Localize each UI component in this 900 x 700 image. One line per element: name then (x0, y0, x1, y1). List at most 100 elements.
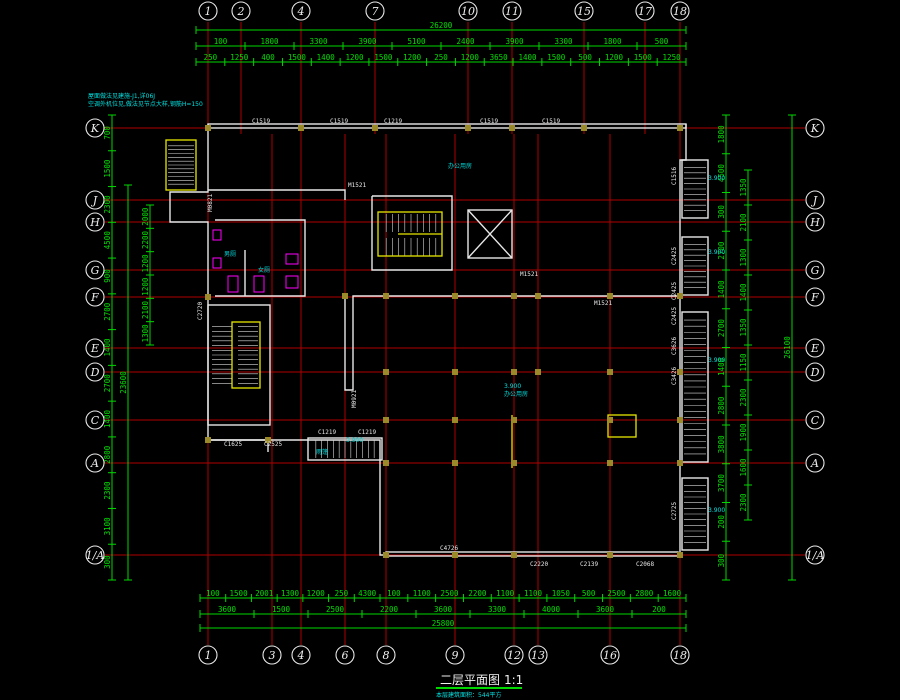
column-7 (342, 293, 348, 299)
axis-bubble-bottom-8 (376, 645, 396, 665)
axis-label-top-1: 1 (205, 5, 212, 18)
column-28 (607, 460, 613, 466)
column-1 (298, 125, 304, 131)
axis-bubble-row-F-right (805, 287, 825, 307)
dim-top-row2-value: 1200 (605, 53, 624, 62)
toilet-block-wall (215, 219, 306, 297)
building-walls (169, 123, 709, 557)
axis-bubble-row-1/A-right (805, 545, 825, 565)
axis-bubble-row-D-right (805, 362, 825, 382)
dim-top-row2-value: 1400 (518, 53, 537, 62)
dim-right-col1-value: 2700 (717, 319, 726, 338)
axis-label-row-G-left: G (91, 264, 100, 277)
nw-stair-yellow (165, 139, 197, 191)
west-stair-wall (207, 304, 271, 426)
dim-right-col1-value: 2700 (717, 241, 726, 260)
dim-bottom-row1-value: 1600 (663, 589, 682, 598)
drawing-scale: 1:1 (504, 673, 523, 687)
dim-right-col1-value: 200 (717, 515, 726, 529)
axis-label-row-D-right: D (810, 366, 820, 379)
door-label-m1521: M1521 (348, 182, 366, 189)
column-27 (511, 460, 517, 466)
axis-bubble-top-4 (291, 1, 311, 21)
dim-top-row1-value: 1800 (260, 37, 279, 46)
column-12 (607, 293, 613, 299)
dim-top-row1-value: 3300 (554, 37, 573, 46)
dim-top-row2-value: 1200 (461, 53, 480, 62)
axis-label-row-J-right: J (811, 194, 818, 207)
dim-top-row1-value: 500 (655, 37, 669, 46)
column-18 (607, 369, 613, 375)
axis-label-row-K-left: K (90, 122, 100, 135)
dim-bottom-row1-value: 1100 (524, 589, 543, 598)
axis-bubble-top-7 (365, 1, 385, 21)
axis-label-row-1/A-right: 1/A (806, 549, 825, 562)
axis-bubble-top-2 (231, 1, 251, 21)
dim-bottom-row1-value: 1100 (413, 589, 432, 598)
left-window-c2720: C2720 (197, 302, 204, 320)
axis-label-row-E-left: E (90, 342, 99, 355)
column-13 (677, 293, 683, 299)
dim-top-row1-value: 5100 (407, 37, 426, 46)
axis-bubble-top-18 (670, 1, 690, 21)
right-window-label-1: C2425 (671, 247, 678, 265)
right-window-label-4: C3626 (671, 337, 678, 355)
stair-core-wall (371, 195, 453, 271)
dim-bottom-row2-value: 2001 (255, 589, 273, 598)
column-30 (383, 552, 389, 558)
dim-bottom-row2-value: 250 (335, 589, 349, 598)
door-label-m0821: M0821 (207, 194, 214, 212)
elevation-note-5: 3.900 (708, 507, 725, 514)
canopy-window-1: C1219 (318, 429, 336, 436)
dim-left-col1-value: 2300 (103, 195, 112, 214)
dim-bottom-row1-value: 2500 (607, 589, 626, 598)
dim-right-col1-value: 3700 (717, 474, 726, 493)
axis-label-row-F-left: F (90, 291, 99, 304)
column-17 (535, 369, 541, 375)
axis-label-top-10: 10 (461, 5, 475, 18)
column-0 (205, 125, 211, 131)
dim-bottom-row3-value: 3600 (218, 605, 237, 614)
south-canopy (307, 437, 383, 461)
axis-bubble-row-G-left (85, 260, 105, 280)
window-label-2: C1519 (330, 118, 348, 125)
dim-bottom-row2-value: 1300 (281, 589, 300, 598)
axis-bubble-top-15 (574, 1, 594, 21)
column-31 (452, 552, 458, 558)
dim-right-col2-value: 1600 (739, 458, 748, 477)
dim-left-col2-value: 2100 (141, 300, 150, 319)
west-inner-wall (208, 439, 386, 556)
axis-label-top-11: 11 (505, 5, 519, 18)
column-2 (372, 125, 378, 131)
column-32 (511, 552, 517, 558)
elevation-note-6: 3.900 (346, 437, 363, 444)
dim-top-row1-value: 1800 (603, 37, 622, 46)
axis-bubble-row-J-right (805, 190, 825, 210)
window-label-3: C1219 (384, 118, 402, 125)
dim-right-col2-value: 1900 (739, 423, 748, 442)
dim-right-col2-value: 1350 (739, 178, 748, 197)
dim-right-col1-value: 4500 (717, 164, 726, 183)
dim-left-col1-value: 1400 (103, 410, 112, 429)
dim-bottom-row2-value: 1200 (307, 589, 326, 598)
dim-left-col1-value: 900 (103, 269, 112, 283)
dim-bottom-row1-value: 100 (387, 589, 401, 598)
dim-right-col2-value: 2100 (739, 213, 748, 232)
dim-left-col2-value: 1200 (141, 254, 150, 273)
axis-bubble-bottom-6 (335, 645, 355, 665)
dim-left-overall-value: 23600 (119, 371, 128, 394)
dim-top-row2-value: 1200 (345, 53, 364, 62)
elevator-cross-2 (467, 209, 513, 259)
axis-bubble-top-1 (198, 1, 218, 21)
dim-top-row1-value: 3300 (309, 37, 328, 46)
axis-bubble-bottom-12 (504, 645, 524, 665)
column-35 (205, 294, 211, 300)
dim-bottom-row3-value: 2200 (380, 605, 399, 614)
column-5 (581, 125, 587, 131)
column-22 (511, 417, 517, 423)
dim-bottom-row3-value: 4000 (542, 605, 561, 614)
axis-bubble-bottom-16 (600, 645, 620, 665)
dim-right-col2-value: 2300 (739, 388, 748, 407)
